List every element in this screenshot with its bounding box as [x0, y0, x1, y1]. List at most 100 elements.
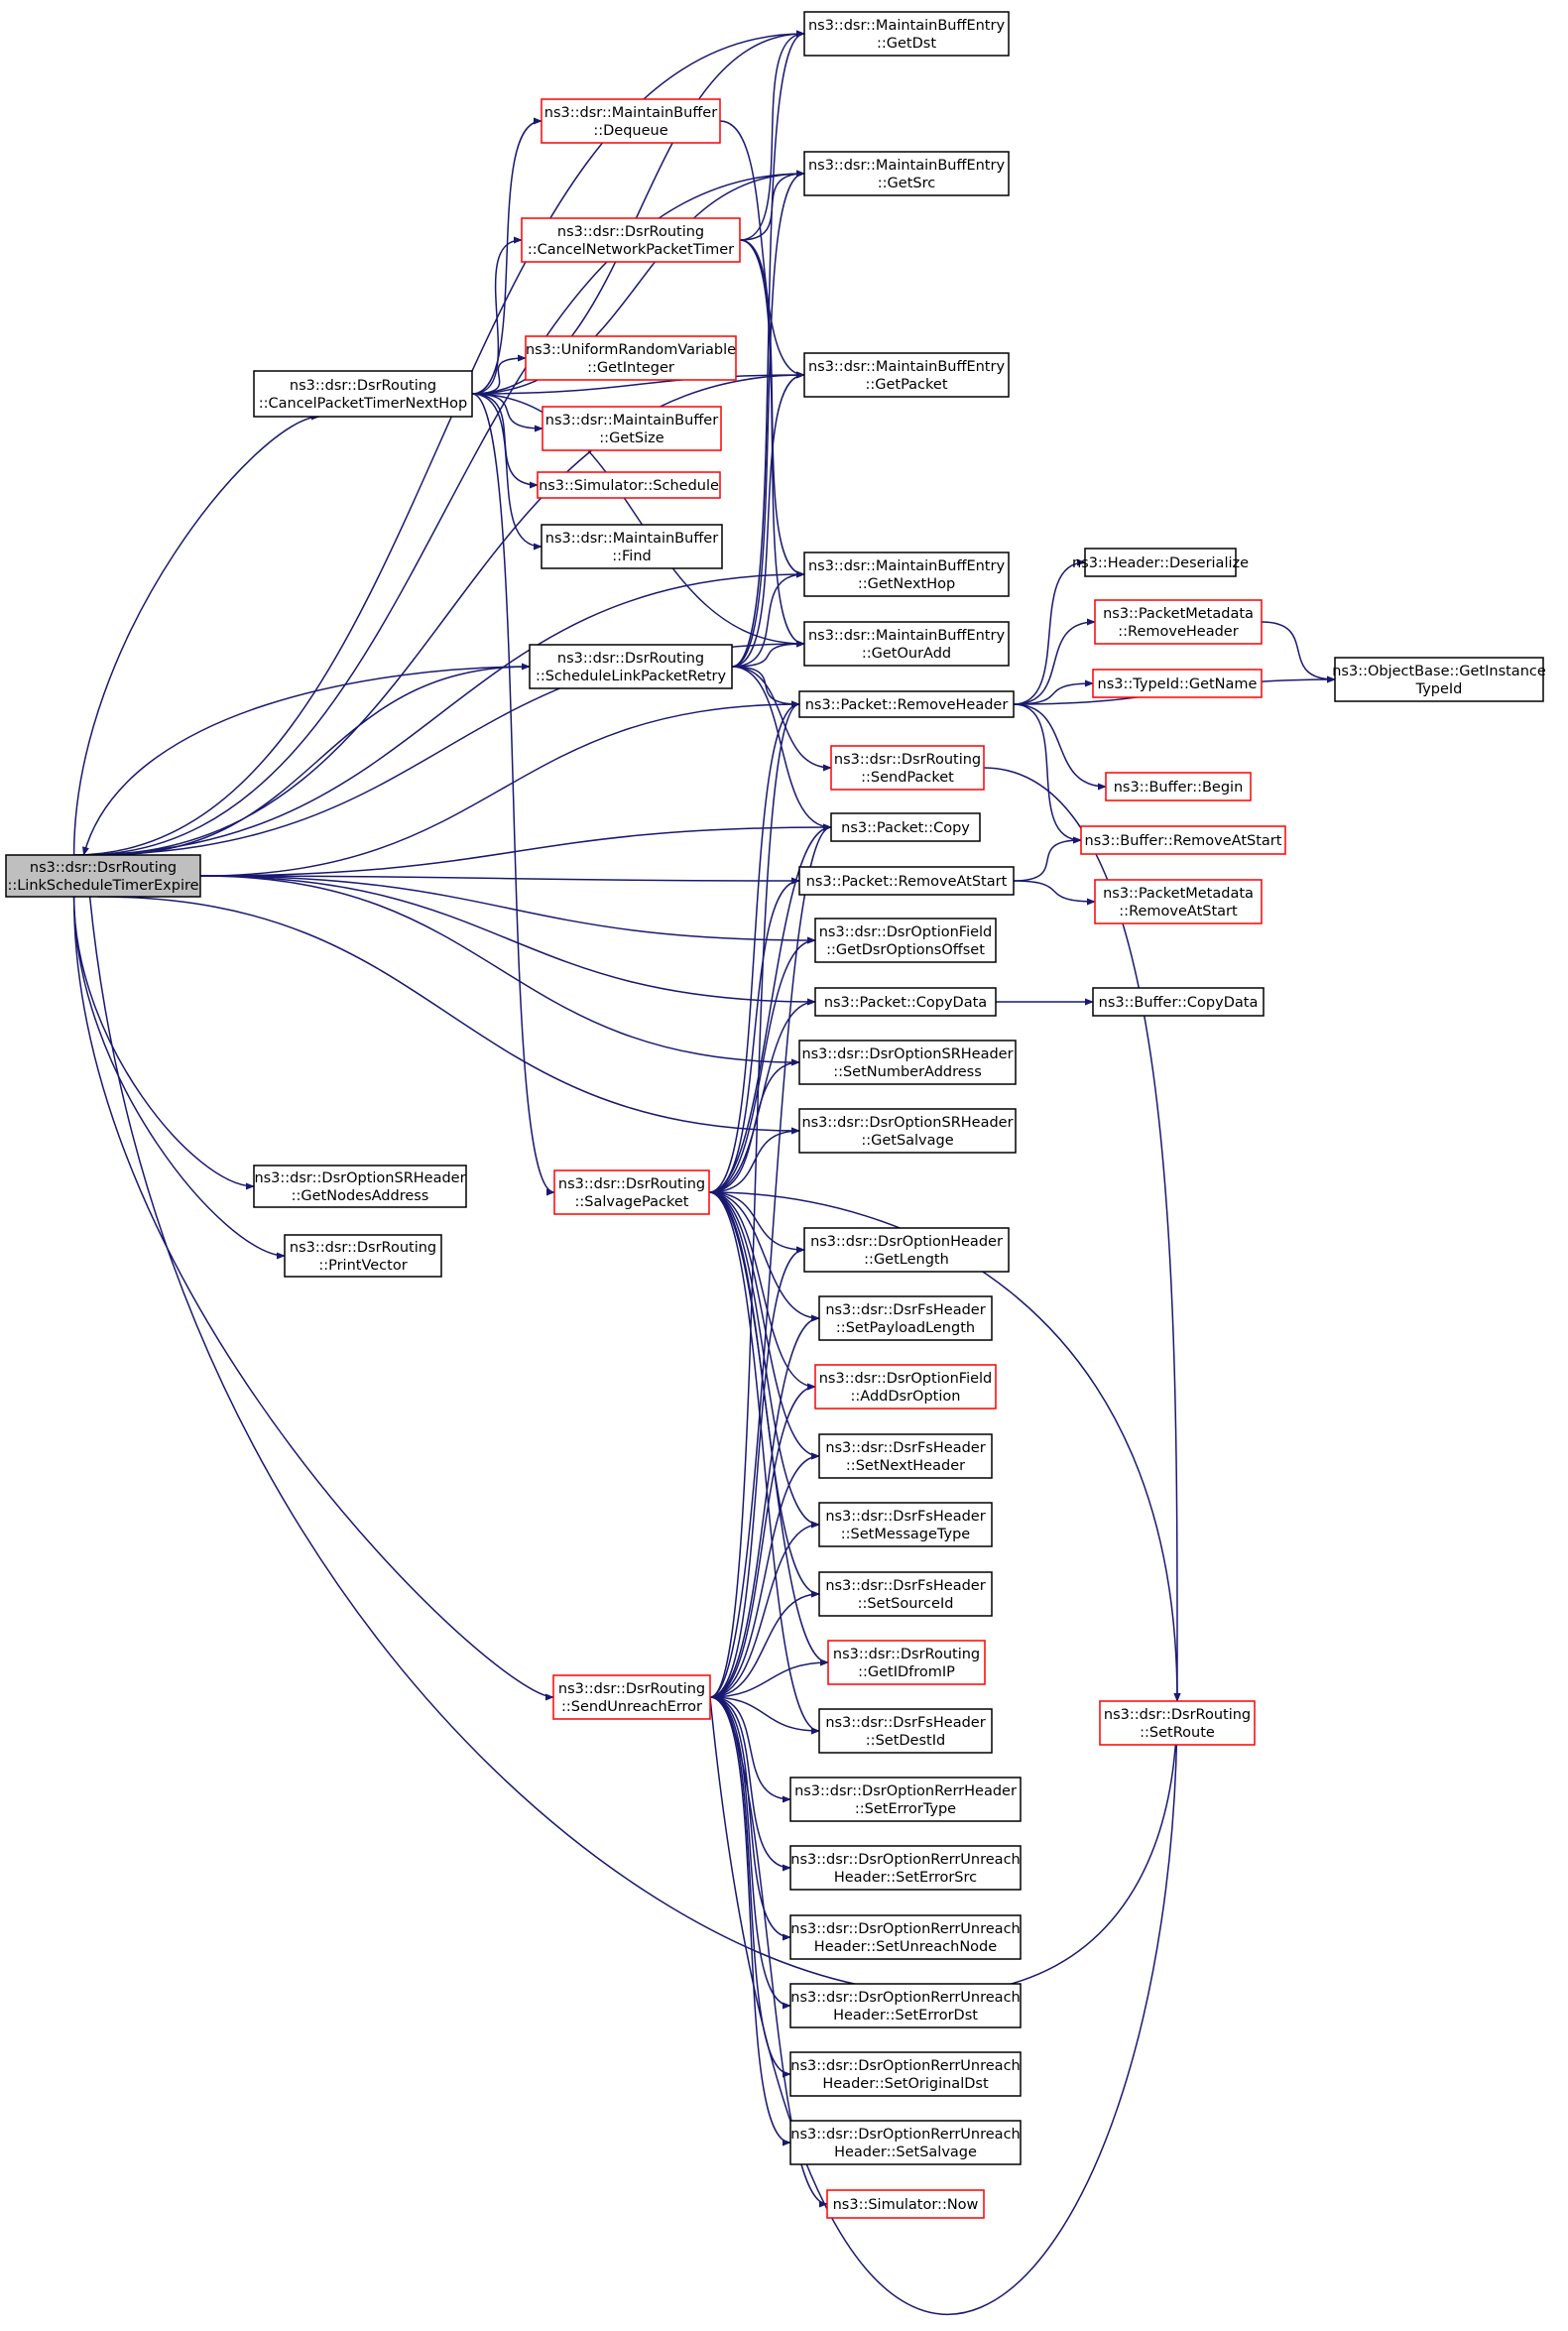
node-box: [521, 217, 741, 263]
node-cnpt[interactable]: ns3::dsr::DsrRouting::CancelNetworkPacke…: [521, 217, 741, 263]
node-label: ::GetNextHop: [858, 576, 955, 592]
node-hdeser[interactable]: ns3::Header::Deserialize: [1072, 548, 1249, 577]
node-mbgs[interactable]: ns3::dsr::MaintainBuffer::GetSize: [542, 406, 722, 451]
node-box: [542, 406, 722, 451]
node-snh[interactable]: ns3::dsr::DsrFsHeader::SetNextHeader: [818, 1433, 993, 1479]
edge-root-to-gpkt: [89, 371, 805, 856]
node-pv[interactable]: ns3::dsr::DsrRouting::PrintVector: [284, 1234, 442, 1278]
edge-root-to-setroute: [88, 896, 1181, 1995]
node-box: [798, 690, 1015, 718]
node-mbdeq[interactable]: ns3::dsr::MaintainBuffer::Dequeue: [541, 98, 721, 144]
node-bcd[interactable]: ns3::Buffer::CopyData: [1092, 987, 1265, 1017]
node-sesrc[interactable]: ns3::dsr::DsrOptionRerrUnreachHeader::Se…: [789, 1845, 1022, 1891]
node-smt[interactable]: ns3::dsr::DsrFsHeader::SetMessageType: [818, 1502, 993, 1547]
node-bras[interactable]: ns3::Buffer::RemoveAtStart: [1080, 825, 1286, 855]
node-box: [541, 524, 723, 569]
node-label: ::SetPayloadLength: [836, 1320, 975, 1336]
node-pras[interactable]: ns3::Packet::RemoveAtStart: [798, 866, 1015, 896]
node-sedst[interactable]: ns3::dsr::DsrOptionRerrUnreachHeader::Se…: [789, 1983, 1022, 2028]
node-box: [789, 1845, 1022, 1891]
node-setroute[interactable]: ns3::dsr::DsrRouting::SetRoute: [1099, 1700, 1256, 1746]
node-box: [818, 1502, 993, 1547]
node-label: ::GetSalvage: [861, 1133, 953, 1149]
node-goa[interactable]: ns3::dsr::MaintainBuffEntry::GetOurAdd: [803, 621, 1010, 667]
node-cpt[interactable]: ns3::dsr::DsrRouting::CancelPacketTimerN…: [253, 370, 473, 418]
node-label: ns3::dsr::DsrRouting: [290, 378, 436, 394]
node-root[interactable]: ns3::dsr::DsrRouting::LinkScheduleTimerE…: [5, 854, 201, 898]
edge-sue-to-snow: [709, 1696, 828, 2208]
node-box: [284, 1234, 442, 1278]
node-salv[interactable]: ns3::dsr::DsrRouting::SalvagePacket: [553, 1169, 710, 1215]
node-sna[interactable]: ns3::dsr::DsrOptionSRHeader::SetNumberAd…: [798, 1040, 1017, 1085]
node-box: [1099, 1700, 1256, 1746]
node-label: ::SendUnreachError: [561, 1699, 702, 1715]
node-sod[interactable]: ns3::dsr::DsrOptionRerrUnreachHeader::Se…: [789, 2051, 1022, 2097]
node-label: ns3::Buffer::RemoveAtStart: [1085, 833, 1282, 849]
node-box: [827, 1640, 986, 1685]
node-label: ::SetErrorType: [855, 1801, 956, 1817]
node-label: ns3::dsr::DsrRouting: [557, 651, 704, 667]
node-label: ::GetDst: [877, 36, 936, 52]
node-pcopy[interactable]: ns3::Packet::Copy: [830, 812, 981, 842]
edge-salv-to-setroute: [708, 1191, 1181, 1702]
edge-sue-to-sun: [709, 1696, 791, 1941]
edge-root-to-pv: [72, 896, 286, 1260]
node-box: [1094, 599, 1263, 645]
node-gdoo[interactable]: ns3::dsr::DsrOptionField::GetDsrOptionsO…: [814, 918, 997, 963]
node-label: ::SendPacket: [861, 770, 954, 786]
node-sun[interactable]: ns3::dsr::DsrOptionRerrUnreachHeader::Se…: [789, 1914, 1022, 1960]
node-sendp[interactable]: ns3::dsr::DsrRouting::SendPacket: [830, 745, 985, 791]
node-tgn[interactable]: ns3::TypeId::GetName: [1092, 669, 1263, 698]
node-label: ns3::dsr::DsrOptionRerrUnreach: [790, 2058, 1020, 2074]
node-gsalv[interactable]: ns3::dsr::DsrOptionSRHeader::GetSalvage: [798, 1108, 1017, 1154]
edge-sue-to-sedst: [709, 1696, 791, 2010]
node-gsrc[interactable]: ns3::dsr::MaintainBuffEntry::GetSrc: [803, 151, 1010, 196]
node-snow[interactable]: ns3::Simulator::Now: [826, 2189, 985, 2219]
edge-sue-to-smt: [709, 1521, 820, 1698]
node-label: ::Find: [612, 549, 651, 564]
node-pmras[interactable]: ns3::PacketMetadata::RemoveAtStart: [1094, 879, 1263, 924]
node-label: ns3::dsr::DsrOptionRerrUnreach: [790, 2127, 1020, 2143]
edge-cpt-to-mbfind: [471, 393, 543, 551]
node-gpkt[interactable]: ns3::dsr::MaintainBuffEntry::GetPacket: [803, 352, 1010, 398]
node-label: ::GetPacket: [865, 377, 947, 393]
node-gnh[interactable]: ns3::dsr::MaintainBuffEntry::GetNextHop: [803, 552, 1010, 597]
edge-cpt-to-urv: [471, 354, 527, 395]
node-box: [798, 866, 1015, 896]
edge-salv-to-gidip: [708, 1191, 829, 1666]
node-label: ::SetMessageType: [841, 1527, 971, 1542]
edge-sendp-to-setroute: [983, 767, 1181, 1702]
node-ssid[interactable]: ns3::dsr::DsrFsHeader::SetSourceId: [818, 1571, 993, 1617]
node-bbeg[interactable]: ns3::Buffer::Begin: [1105, 772, 1252, 801]
node-label: Header::SetOriginalDst: [822, 2076, 989, 2092]
node-urv[interactable]: ns3::UniformRandomVariable::GetInteger: [525, 335, 737, 381]
node-box: [803, 352, 1010, 398]
node-box: [826, 2189, 985, 2219]
node-setype[interactable]: ns3::dsr::DsrOptionRerrHeader::SetErrorT…: [789, 1777, 1022, 1822]
edge-cpt-to-gpkt: [471, 371, 805, 395]
node-gnodes[interactable]: ns3::dsr::DsrOptionSRHeader::GetNodesAdd…: [253, 1165, 467, 1208]
node-mbfind[interactable]: ns3::dsr::MaintainBuffer::Find: [541, 524, 723, 569]
node-label: ::RemoveHeader: [1118, 624, 1238, 640]
node-label: ns3::dsr::DsrFsHeader: [825, 1578, 985, 1594]
node-prh[interactable]: ns3::Packet::RemoveHeader: [798, 690, 1015, 718]
node-label: ::SetNextHeader: [846, 1458, 965, 1474]
node-ssalv[interactable]: ns3::dsr::DsrOptionRerrUnreachHeader::Se…: [789, 2120, 1022, 2165]
node-gdst[interactable]: ns3::dsr::MaintainBuffEntry::GetDst: [803, 11, 1010, 57]
node-glen[interactable]: ns3::dsr::DsrOptionHeader::GetLength: [803, 1227, 1010, 1273]
node-gidip[interactable]: ns3::dsr::DsrRouting::GetIDfromIP: [827, 1640, 986, 1685]
node-pcd[interactable]: ns3::Packet::CopyData: [814, 987, 997, 1017]
node-sched[interactable]: ns3::Simulator::Schedule: [537, 471, 721, 499]
node-label: ns3::dsr::DsrFsHeader: [825, 1509, 985, 1525]
node-box: [789, 1777, 1022, 1822]
node-slpr[interactable]: ns3::dsr::DsrRouting::ScheduleLinkPacket…: [529, 644, 733, 689]
node-sdid[interactable]: ns3::dsr::DsrFsHeader::SetDestId: [818, 1708, 993, 1754]
node-label: ::ScheduleLinkPacketRetry: [536, 669, 727, 684]
node-spl[interactable]: ns3::dsr::DsrFsHeader::SetPayloadLength: [818, 1295, 993, 1341]
node-pmrh[interactable]: ns3::PacketMetadata::RemoveHeader: [1094, 599, 1263, 645]
node-ado[interactable]: ns3::dsr::DsrOptionField::AddDsrOption: [814, 1364, 997, 1410]
node-label: ::CancelPacketTimerNextHop: [259, 396, 468, 412]
edge-root-to-gdst: [73, 30, 805, 856]
node-sue[interactable]: ns3::dsr::DsrRouting::SendUnreachError: [552, 1674, 711, 1720]
